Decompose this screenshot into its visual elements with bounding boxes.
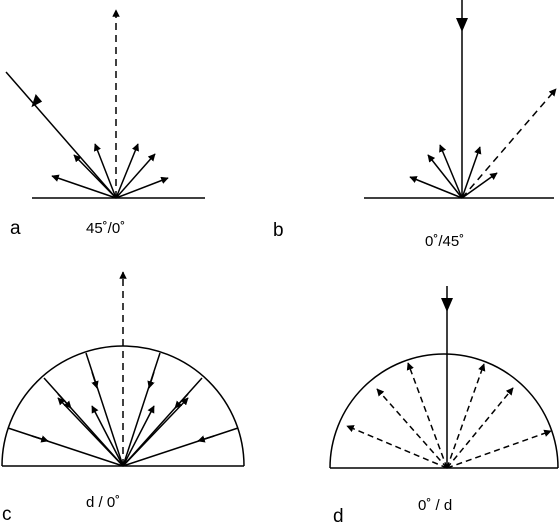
reflected-ray [346,425,448,469]
incident-arrowhead [456,18,468,32]
reflected-ray [446,429,552,469]
scattered-ray [439,144,463,199]
panel-b: b 0˚/45˚ [273,0,557,250]
panel-d: d 0˚ / d [329,286,559,527]
panel-geometry-label: d / 0˚ [86,494,120,511]
incident-arrowhead [441,298,453,312]
detection-direction [461,88,557,199]
panel-c: c d / 0˚ [1,271,245,525]
panel-letter: a [10,218,21,239]
panel-geometry-label: 45˚/0˚ [86,220,125,237]
reflected-ray [122,397,189,467]
incident-beam [5,71,117,199]
scattered-ray [73,154,117,199]
scattered-ray [409,176,463,199]
reflected-ray [91,405,124,467]
panel-letter: d [333,506,344,527]
illumination-arrowhead [197,435,215,443]
scattered-ray [461,172,498,199]
scattered-ray [115,143,139,199]
illumination-ray [122,427,239,467]
scattered-ray [115,153,156,199]
illumination-arrowhead [147,371,155,389]
incident-arrowhead [31,94,43,108]
panel-geometry-label: 0˚/45˚ [425,233,464,250]
diffuse-reflected-rays [346,362,552,469]
reflected-ray [446,387,514,469]
integrating-sphere [329,353,559,469]
reflected-ray [57,397,124,467]
reflected-ray [446,363,486,469]
illumination-ray [85,352,124,467]
scattered-rays [409,144,498,199]
scattered-rays [51,143,169,199]
scattered-ray [427,154,463,199]
panel-a: a 45˚/0˚ [5,9,205,239]
reflected-ray [122,405,155,467]
panel-letter: c [2,504,12,525]
scattered-ray [51,174,117,199]
illumination-arrowhead [91,371,99,389]
reflected-rays [57,397,189,467]
reflected-ray [376,388,448,469]
scattered-ray [461,146,482,199]
scattered-ray [115,176,169,199]
illumination-ray [122,352,161,467]
scattered-ray [93,143,117,199]
panel-geometry-label: 0˚ / d [418,497,452,514]
illumination-ray [7,427,124,467]
panel-letter: b [273,220,284,241]
illumination-arrowhead [31,435,49,443]
reflected-ray [406,362,448,469]
